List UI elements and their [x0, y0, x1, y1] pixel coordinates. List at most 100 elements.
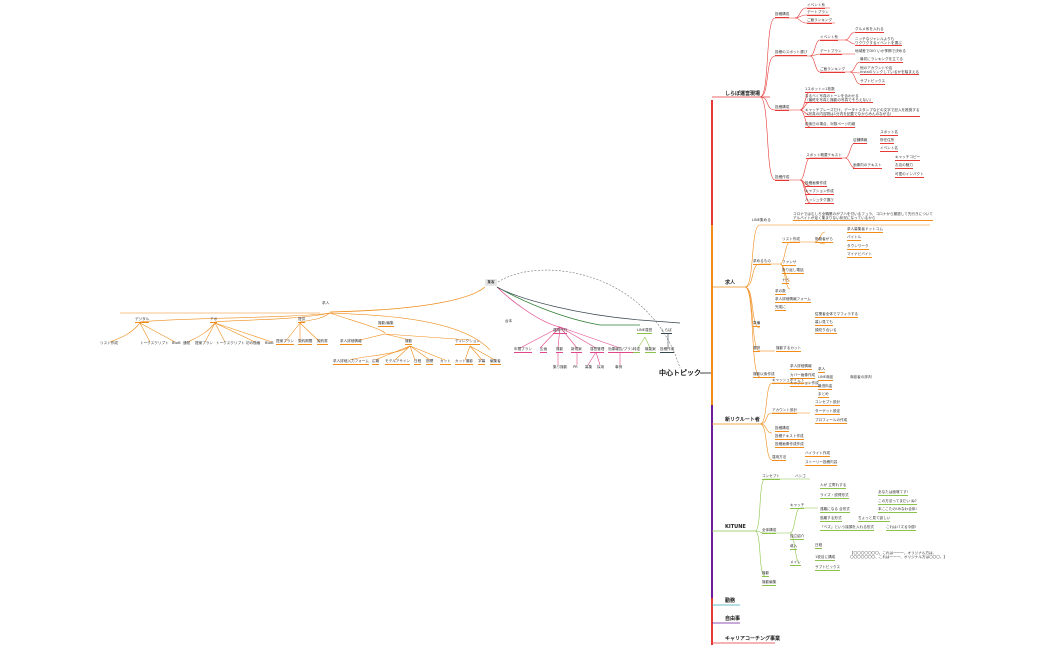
node[interactable]: 【〇〇〇〇〇〇〇。これは一一一、オリジナル方は、 〇〇〇〇〇〇〇、これは一一一、… — [850, 551, 948, 559]
node[interactable]: 撮影 — [762, 571, 770, 577]
node[interactable]: 事例 — [615, 365, 623, 369]
node[interactable]: 編集者 — [490, 359, 501, 365]
node[interactable]: 年間プラン — [514, 347, 532, 353]
node[interactable]: 指標 — [426, 359, 434, 365]
node[interactable]: 広報 — [372, 359, 380, 365]
node[interactable]: ニッチなジャンルよりも ワクワクするイベントを選ぶ — [855, 37, 902, 47]
node[interactable]: サブトピックス — [860, 79, 886, 85]
node[interactable]: 運営管理 — [590, 347, 605, 353]
node[interactable]: 日程 — [815, 543, 823, 549]
node[interactable]: 準備 — [753, 321, 761, 327]
node[interactable]: これはバズる今優! — [886, 525, 917, 531]
node[interactable]: LINE運営 — [637, 328, 653, 334]
node[interactable]: BtoB — [172, 341, 181, 345]
node[interactable]: 勤務者がら — [815, 237, 833, 243]
node[interactable]: カバー画像作成 — [790, 373, 816, 379]
node[interactable]: 投稿テキスト作成 — [775, 434, 804, 440]
node[interactable]: お店の魅力 — [895, 163, 913, 169]
node[interactable]: 選択 — [753, 346, 761, 352]
node[interactable]: 運用方法 — [772, 455, 787, 461]
node[interactable]: 集り撮影 — [553, 365, 568, 369]
node[interactable]: グルメ系を入れる — [855, 27, 884, 33]
node[interactable]: 完成に — [775, 305, 786, 311]
branch-shirapo[interactable]: しらぽ運営現場 — [725, 91, 761, 97]
node[interactable]: 最初にランキングを立てる — [860, 57, 904, 63]
node[interactable]: カット撮影 — [455, 359, 473, 365]
node[interactable]: 「ベズ」という接頭を入れる形式 — [820, 525, 874, 531]
node[interactable]: リスト作成 — [782, 237, 800, 243]
node[interactable]: 求人詳細情報 — [340, 339, 362, 345]
node[interactable]: 人が 立寄れする — [820, 483, 847, 489]
node[interactable]: 企画 — [540, 347, 548, 353]
node[interactable]: トークスクリプト — [216, 341, 245, 345]
node[interactable]: 独立紹介 — [790, 534, 805, 540]
node[interactable]: PR — [573, 365, 578, 369]
node[interactable]: 撮影以後作成 — [753, 372, 775, 378]
node[interactable]: 求の数 — [775, 289, 786, 295]
node[interactable]: キャッシュポイント — [772, 378, 805, 384]
node[interactable]: 求人 — [322, 301, 330, 305]
node[interactable]: イベント系 — [807, 3, 825, 9]
node[interactable]: メイン — [790, 560, 801, 566]
node[interactable]: なるべく写真のトーンを合わせる （最終を写真と撮影の写真でそろえない） — [805, 94, 874, 104]
branch-new-recruiter[interactable]: 新リクルート者 — [725, 417, 760, 423]
node[interactable]: 投稿画像作成 — [805, 181, 827, 187]
node[interactable]: イベント系 — [820, 35, 838, 41]
node[interactable]: 特定 — [633, 347, 641, 353]
node[interactable]: 台本 — [505, 319, 513, 323]
node[interactable]: 字幕 — [478, 359, 486, 365]
node[interactable]: 撮影するカット — [776, 346, 802, 352]
node[interactable]: まとめ — [818, 392, 829, 398]
node[interactable]: キャプション作成 — [790, 381, 819, 387]
node[interactable]: マイナビバイト — [847, 252, 873, 258]
node[interactable]: ご飯ランキング — [807, 18, 833, 24]
node[interactable]: アポ — [210, 317, 218, 323]
center-topic[interactable]: 中心トピック — [659, 369, 701, 377]
node[interactable]: 求人募集者ドットコム — [847, 227, 883, 233]
node[interactable]: キャッチコピー — [895, 155, 921, 161]
node[interactable]: 投稿構成 — [775, 426, 790, 432]
node[interactable]: スポット名 — [880, 130, 898, 136]
node[interactable]: ハイライト作成 — [805, 451, 831, 457]
branch-recruit[interactable]: 求人 — [725, 280, 736, 286]
node[interactable]: 店舗情報 — [853, 138, 868, 144]
node[interactable]: 最低料金 — [818, 384, 833, 390]
node[interactable]: 求人詳細入力フォーム — [333, 359, 369, 365]
node[interactable]: 投稿構成 — [775, 105, 790, 111]
node[interactable]: 提案プラン — [195, 341, 213, 345]
node[interactable]: 運用代行 — [553, 328, 568, 334]
node[interactable]: 機能案 — [645, 347, 656, 353]
branch-work[interactable]: 勤務 — [725, 598, 736, 604]
node[interactable]: コンセプト設計 — [815, 400, 841, 406]
node[interactable]: LINE集める — [752, 218, 771, 222]
node[interactable]: 提案プラン — [276, 339, 294, 345]
node[interactable]: 提供 — [298, 317, 306, 323]
node[interactable]: 投稿画像作成作成 — [775, 442, 804, 448]
node[interactable]: 本ここたの!みなわ合体! — [878, 507, 917, 513]
node[interactable]: キャッチブレーズだけ、データ＋スタンプなどの文字で記入を推奨する （写真の内容物… — [805, 108, 920, 118]
node[interactable]: 従業者全体でマフィラする — [815, 312, 859, 318]
node[interactable]: 初の価格 — [246, 341, 261, 345]
node[interactable]: この方法ってまだい ぬ? — [878, 499, 917, 505]
node[interactable]: 採用 — [597, 365, 605, 369]
node[interactable]: アカウント設計 — [772, 408, 798, 414]
node[interactable]: モデルアサイン — [385, 359, 411, 365]
branch-free[interactable]: 自由事 — [725, 616, 741, 622]
node[interactable]: 求人詳細情報フォーム — [775, 297, 811, 303]
node[interactable]: 所在住所 — [880, 138, 895, 144]
node[interactable]: プロフィールの作成 — [815, 418, 848, 424]
node[interactable]: 商談者の評判 — [850, 375, 872, 379]
node[interactable]: LINE商談 — [818, 375, 834, 381]
node[interactable]: ナビ — [782, 278, 790, 284]
node[interactable]: 募集 — [585, 365, 593, 369]
node[interactable]: ファンサ — [782, 260, 797, 266]
node[interactable]: 投稿作成 — [775, 175, 790, 181]
node[interactable]: カット — [440, 359, 451, 365]
node[interactable]: 暮い見ても — [815, 320, 833, 326]
node[interactable]: 撮影 — [556, 347, 564, 353]
node[interactable]: 投稿作成 — [660, 347, 675, 353]
node[interactable]: ライズ・説得形式 — [820, 493, 849, 499]
node[interactable]: 投稿のスポット選び — [775, 50, 808, 56]
node[interactable]: 新規案 — [571, 347, 582, 353]
node[interactable]: コンセプト — [762, 474, 780, 480]
